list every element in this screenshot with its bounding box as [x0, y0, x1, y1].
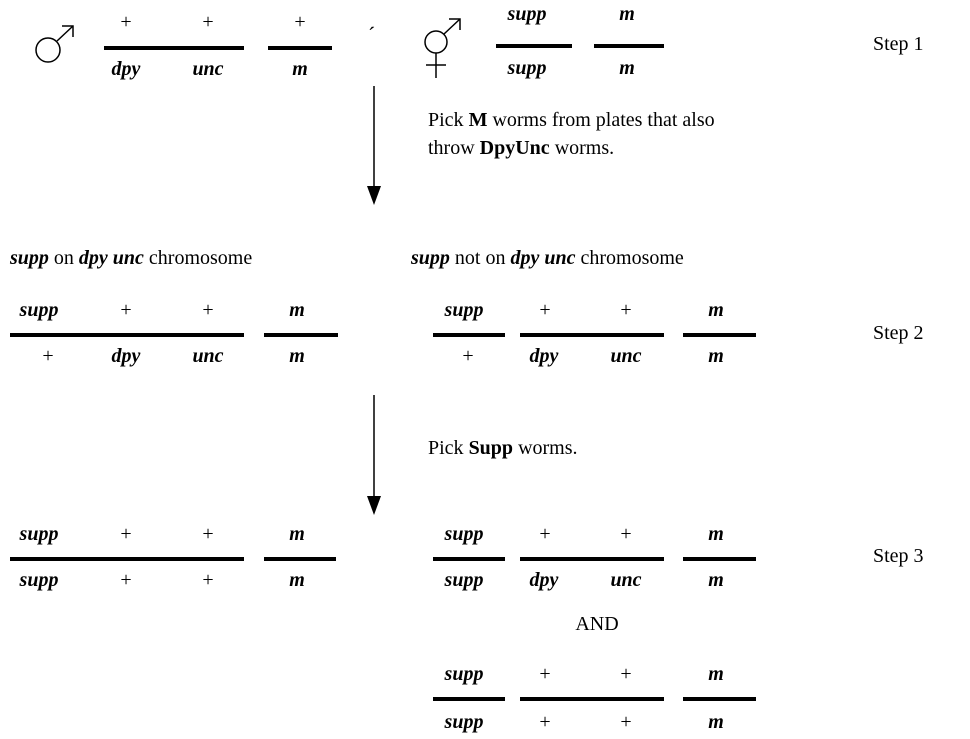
s3l-top-3: +	[202, 523, 214, 545]
case-left-heading: supp on dpy unc chromosome	[10, 247, 253, 269]
s2l-top-4: m	[289, 299, 305, 321]
s3ra-bottom-3: unc	[610, 569, 642, 591]
s3rb-bar-3	[683, 697, 756, 701]
herm-top-2: m	[619, 3, 635, 25]
s3rb-bottom-4: m	[708, 711, 724, 733]
s2r-bottom-2: dpy	[529, 345, 559, 367]
s3l-bar-2	[264, 557, 336, 561]
male-bottom-3: m	[292, 58, 308, 80]
s2l-bar-1	[10, 333, 244, 337]
s3ra-top-1: supp	[444, 523, 484, 545]
step3-label: Step 3	[873, 545, 924, 567]
case-right-heading: supp not on dpy unc chromosome	[411, 247, 684, 269]
s3ra-bottom-1: supp	[444, 569, 484, 591]
s2r-bar-1	[433, 333, 505, 337]
s3ra-bottom-4: m	[708, 569, 724, 591]
s3l-top-2: +	[120, 523, 132, 545]
male-chromosome-bar-2	[268, 46, 332, 50]
s3ra-top-4: m	[708, 523, 724, 545]
s3rb-top-3: +	[620, 663, 632, 685]
instruction-2: Pick Supp worms.	[428, 437, 578, 459]
male-top-1: +	[120, 11, 132, 33]
herm-top-1: supp	[507, 3, 547, 25]
hermaphrodite-symbol-icon	[424, 18, 461, 78]
and-label: AND	[575, 613, 619, 635]
s3l-bottom-4: m	[289, 569, 305, 591]
s2l-top-2: +	[120, 299, 132, 321]
instruction-1-line-2: throw DpyUnc worms.	[428, 137, 615, 159]
s2l-top-1: supp	[19, 299, 59, 321]
s3ra-bottom-2: dpy	[529, 569, 559, 591]
s3l-bottom-2: +	[120, 569, 132, 591]
cross-mark: ´	[368, 22, 376, 47]
s3rb-top-2: +	[539, 663, 551, 685]
male-top-2: +	[202, 11, 214, 33]
s3l-top-1: supp	[19, 523, 59, 545]
s3rb-bottom-2: +	[539, 711, 551, 733]
s2l-bottom-4: m	[289, 345, 305, 367]
s2l-bottom-2: dpy	[111, 345, 141, 367]
male-symbol-icon	[35, 25, 74, 63]
s2l-bottom-3: unc	[192, 345, 224, 367]
s2l-bottom-1: +	[42, 345, 54, 367]
s3rb-top-4: m	[708, 663, 724, 685]
step2-label: Step 2	[873, 322, 924, 344]
s2r-top-2: +	[539, 299, 551, 321]
s3l-bar-1	[10, 557, 244, 561]
herm-chromosome-bar-2	[594, 44, 664, 48]
male-chromosome-bar-1	[104, 46, 244, 50]
s3l-top-4: m	[289, 523, 305, 545]
s2r-bar-3	[683, 333, 756, 337]
s3l-bottom-3: +	[202, 569, 214, 591]
s3rb-bar-2	[520, 697, 664, 701]
s2r-bottom-1: +	[462, 345, 474, 367]
herm-bottom-1: supp	[507, 57, 547, 79]
herm-chromosome-bar-1	[496, 44, 572, 48]
s3ra-bar-3	[683, 557, 756, 561]
s3rb-bar-1	[433, 697, 505, 701]
herm-bottom-2: m	[619, 57, 635, 79]
male-top-3: +	[294, 11, 306, 33]
male-bottom-1: dpy	[111, 58, 141, 80]
s2r-bar-2	[520, 333, 664, 337]
s2l-bar-2	[264, 333, 338, 337]
s2r-bottom-4: m	[708, 345, 724, 367]
male-bottom-2: unc	[192, 58, 224, 80]
s2r-top-3: +	[620, 299, 632, 321]
s3rb-top-1: supp	[444, 663, 484, 685]
s2l-top-3: +	[202, 299, 214, 321]
s3ra-bar-2	[520, 557, 664, 561]
s3l-bottom-1: supp	[19, 569, 59, 591]
s3rb-bottom-3: +	[620, 711, 632, 733]
s2r-top-4: m	[708, 299, 724, 321]
s2r-top-1: supp	[444, 299, 484, 321]
s3ra-bar-1	[433, 557, 505, 561]
step1-label: Step 1	[873, 33, 924, 55]
s3ra-top-2: +	[539, 523, 551, 545]
instruction-1-line-1: Pick M worms from plates that also	[428, 109, 715, 131]
s3rb-bottom-1: supp	[444, 711, 484, 733]
s3ra-top-3: +	[620, 523, 632, 545]
s2r-bottom-3: unc	[610, 345, 642, 367]
